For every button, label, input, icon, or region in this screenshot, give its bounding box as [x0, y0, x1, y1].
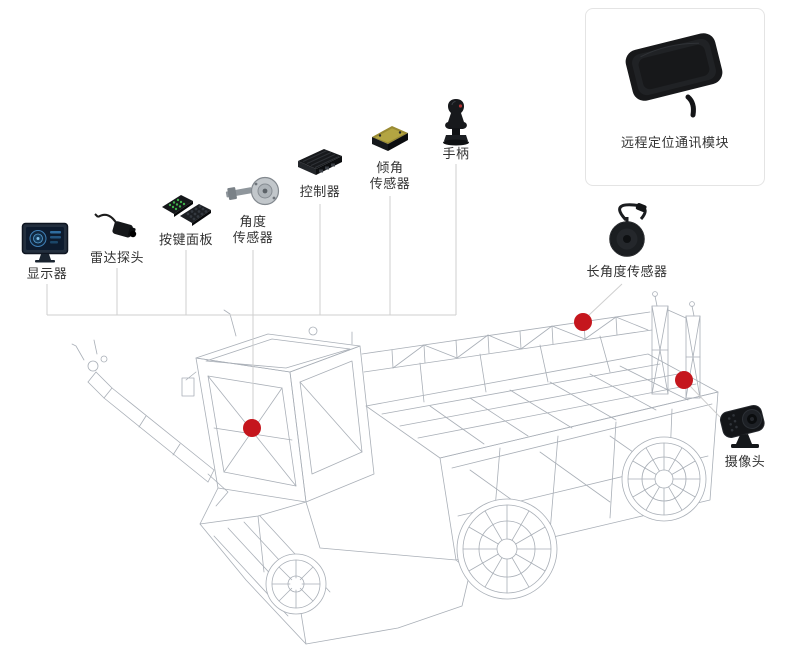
tilt-sensor-label: 倾角 传感器: [369, 160, 411, 191]
remote-module-box: 远程定位通讯模块: [585, 8, 765, 186]
rear-wheel: [621, 436, 707, 522]
camera-label: 摄像头: [724, 454, 766, 469]
controller-icon: [298, 149, 342, 175]
angle-sensor-label: 角度 传感器: [232, 214, 274, 245]
front-wheel: [456, 498, 558, 600]
cab-wheel: [265, 553, 327, 615]
marker-dot-deck: [675, 371, 693, 389]
tilt-sensor-icon: [372, 126, 408, 151]
connector-lines: [46, 164, 721, 420]
remote-module-label: 远程定位通讯模块: [620, 135, 729, 150]
joystick-label: 手柄: [442, 146, 470, 161]
marker-dot-boom: [574, 313, 592, 331]
remote-module-icon: [625, 33, 723, 118]
radar-probe-label: 雷达探头: [89, 250, 144, 265]
display-icon: [21, 222, 69, 263]
long-angle-sensor-label: 长角度传感器: [586, 264, 668, 279]
long-angle-sensor-icon: [609, 203, 647, 257]
marker-dot-cab: [243, 419, 261, 437]
keypad-label: 按键面板: [158, 232, 213, 247]
vehicle-wireframe: [71, 291, 719, 645]
display-label: 显示器: [26, 266, 68, 281]
camera-icon: [719, 404, 765, 448]
joystick-icon: [443, 99, 469, 146]
keypad-icon: [162, 195, 211, 226]
controller-label: 控制器: [299, 184, 341, 199]
radar-probe-icon: [94, 213, 137, 238]
angle-sensor-icon: [225, 176, 280, 206]
